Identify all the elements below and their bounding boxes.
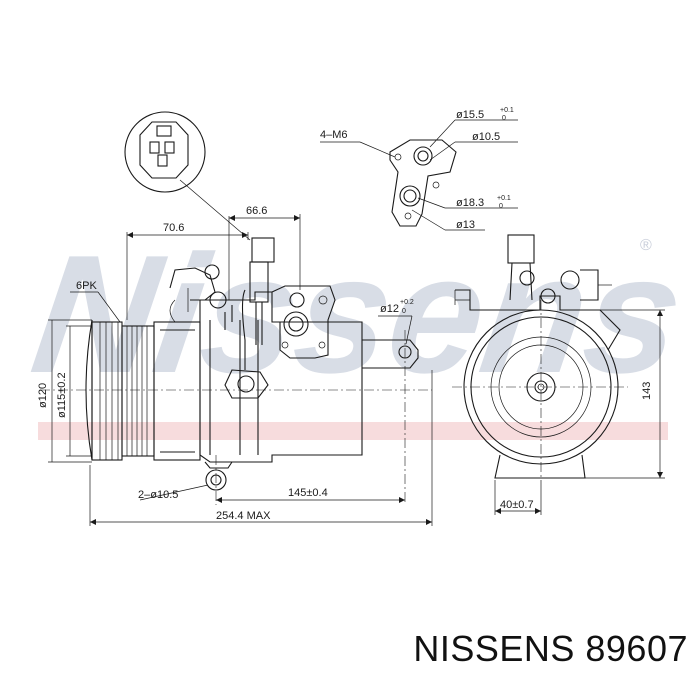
callout-bore1-tol-top: +0.1 bbox=[500, 107, 514, 114]
port-flange-detail bbox=[320, 119, 518, 231]
dim-fitting-hole-tol-top: +0.2 bbox=[400, 299, 414, 306]
end-view-dimensions bbox=[494, 309, 665, 515]
dim-fitting-hole-tol-bot: 0 bbox=[402, 308, 406, 315]
watermark-text: Nissens bbox=[23, 220, 694, 408]
dim-mount-holes: 2–ø10.5 bbox=[138, 489, 178, 501]
watermark-registered: ® bbox=[640, 237, 652, 254]
callout-bore3: ø18.3 bbox=[456, 197, 484, 209]
dim-pulley-ribs: 6PK bbox=[76, 280, 97, 292]
callout-bore4: ø13 bbox=[456, 219, 475, 231]
main-view-dimensions bbox=[48, 214, 433, 526]
dim-top-left: 70.6 bbox=[163, 222, 184, 234]
dim-inner-dia: ø115±0.2 bbox=[56, 372, 68, 418]
connector-detail bbox=[124, 111, 251, 241]
callout-bore3-tol-top: +0.1 bbox=[497, 195, 511, 202]
dim-outer-dia: ø120 bbox=[37, 383, 49, 408]
dim-side-offset: 40±0.7 bbox=[500, 499, 534, 511]
callout-bore3-tol-bot: 0 bbox=[499, 203, 503, 210]
dim-overall-length: 254.4 MAX bbox=[216, 510, 271, 522]
callout-bore1: ø15.5 bbox=[456, 109, 484, 121]
dim-mount-span: 145±0.4 bbox=[288, 487, 328, 499]
callout-bore1-tol-bot: 0 bbox=[502, 115, 506, 122]
callout-bore2: ø10.5 bbox=[472, 131, 500, 143]
dim-side-height: 143 bbox=[641, 382, 653, 400]
callout-thread: 4–M6 bbox=[320, 129, 348, 141]
dim-top-mid: 66.6 bbox=[246, 205, 267, 217]
part-caption: NISSENS 89607 bbox=[413, 628, 688, 669]
dim-fitting-hole: ø12 bbox=[380, 303, 399, 315]
